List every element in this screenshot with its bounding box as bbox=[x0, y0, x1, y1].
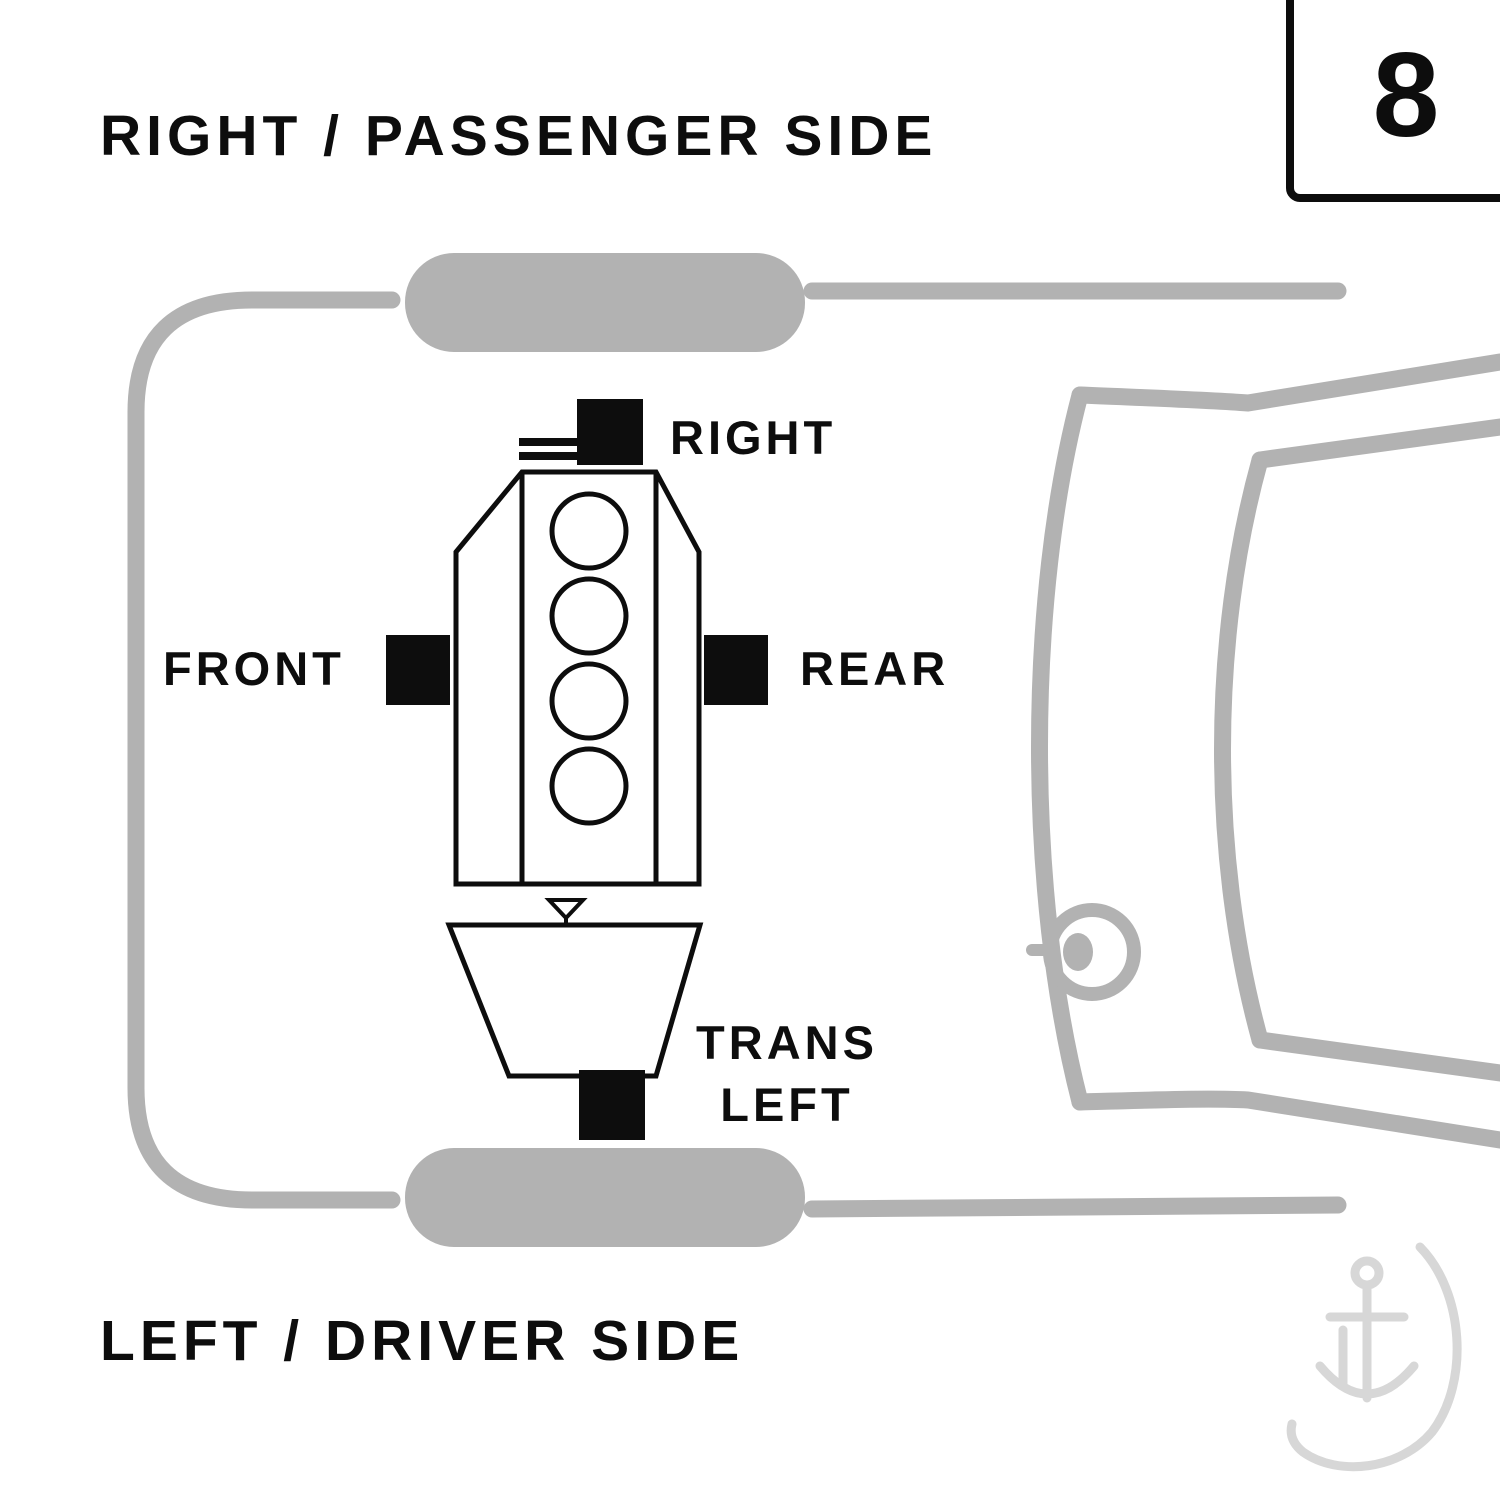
orientation-bottom-label: LEFT / DRIVER SIDE bbox=[100, 1309, 745, 1373]
mount-trans-left-label-line1: TRANS bbox=[696, 1016, 878, 1069]
orientation-top-label: RIGHT / PASSENGER SIDE bbox=[100, 104, 938, 168]
tire-bottom bbox=[405, 1148, 805, 1247]
cylinder-2 bbox=[549, 576, 629, 656]
cylinder-1 bbox=[549, 491, 629, 571]
car-detail-circle bbox=[1026, 903, 1141, 1001]
anchor-watermark-icon bbox=[1286, 1242, 1462, 1472]
car-bottom-side-line bbox=[803, 1196, 1347, 1218]
mount-front-label: FRONT bbox=[163, 642, 345, 695]
cylinder-3 bbox=[549, 661, 629, 741]
cylinder-4 bbox=[549, 746, 629, 826]
mount-rear-marker bbox=[704, 635, 768, 705]
mount-right-label: RIGHT bbox=[670, 411, 837, 464]
engine-block bbox=[453, 469, 702, 887]
figure-number: 8 bbox=[1372, 28, 1440, 162]
mount-front-marker bbox=[386, 635, 450, 705]
car-body-outline bbox=[127, 282, 1347, 1218]
mount-trans-left-label: TRANS LEFT bbox=[682, 1012, 892, 1136]
mount-right-pin-top bbox=[519, 438, 579, 446]
mount-trans-left-marker bbox=[579, 1070, 645, 1140]
tire-top bbox=[405, 253, 805, 352]
car-left-side-line bbox=[127, 291, 401, 1209]
mount-rear-label: REAR bbox=[800, 642, 950, 695]
mount-right-marker bbox=[577, 399, 643, 465]
figure-number-box: 8 bbox=[1286, 0, 1500, 202]
mount-right-pin-bottom bbox=[519, 452, 579, 460]
mount-markers bbox=[386, 399, 768, 1140]
mount-trans-left-label-line2: LEFT bbox=[720, 1078, 854, 1131]
windshield-outline bbox=[1031, 353, 1500, 1149]
transmission bbox=[445, 898, 704, 1079]
